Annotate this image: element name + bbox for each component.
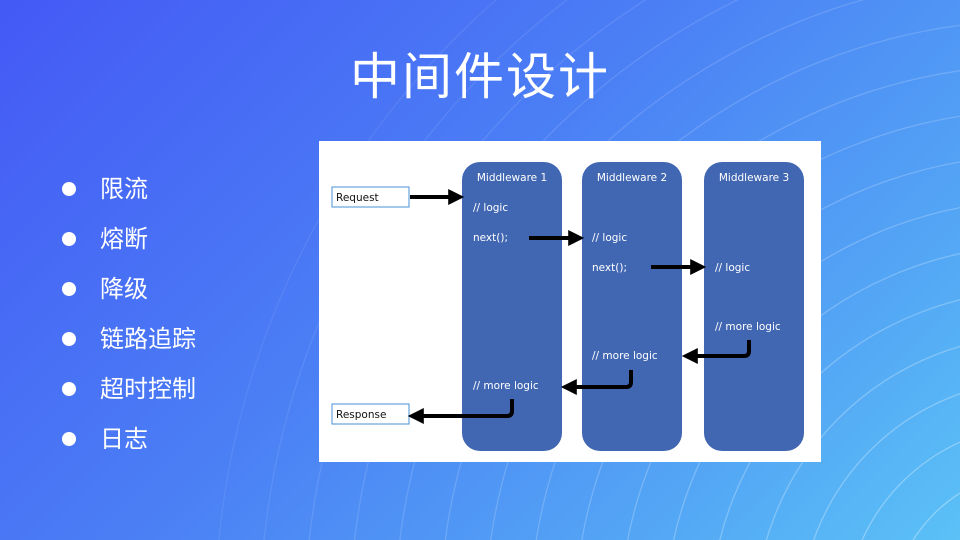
list-item-label: 熔断 xyxy=(100,225,148,253)
middleware-1-more-logic: // more logic xyxy=(473,380,539,392)
middleware-2-box xyxy=(582,162,682,451)
background-arc xyxy=(861,441,960,540)
list-item: 降级 xyxy=(62,264,196,314)
middleware-2-logic: // logic xyxy=(592,232,627,244)
bullet-icon xyxy=(62,432,76,446)
request-box xyxy=(331,186,410,208)
middleware-2-title: Middleware 2 xyxy=(597,172,667,184)
list-item-label: 日志 xyxy=(100,425,148,453)
bullet-icon xyxy=(62,282,76,296)
list-item-label: 降级 xyxy=(100,275,148,303)
middleware-1-title: Middleware 1 xyxy=(477,172,547,184)
middleware-1-logic: // logic xyxy=(473,202,508,214)
bullet-icon xyxy=(62,382,76,396)
response-label: Response xyxy=(336,409,386,421)
return-arrow-2-to-1 xyxy=(560,370,633,395)
bullet-icon xyxy=(62,232,76,246)
bullet-icon xyxy=(62,182,76,196)
middleware-2-more-logic: // more logic xyxy=(592,350,658,362)
middleware-1-next: next(); xyxy=(473,232,508,244)
background-arc xyxy=(912,492,960,540)
list-item: 限流 xyxy=(62,164,196,214)
list-item: 链路追踪 xyxy=(62,314,196,364)
middleware-2-next: next(); xyxy=(592,262,627,274)
list-item: 日志 xyxy=(62,414,196,464)
list-item: 超时控制 xyxy=(62,364,196,414)
middleware-1-box xyxy=(462,162,562,451)
middleware-diagram: Middleware 1 Middleware 2 Middleware 3 /… xyxy=(319,141,821,462)
middleware-3-more-logic: // more logic xyxy=(715,321,781,333)
background-arc xyxy=(813,393,960,540)
request-label: Request xyxy=(336,192,379,204)
diagram-canvas: Middleware 1 Middleware 2 Middleware 3 /… xyxy=(331,162,804,451)
slide-title: 中间件设计 xyxy=(350,48,610,106)
middleware-3-title: Middleware 3 xyxy=(719,172,789,184)
list-item-label: 限流 xyxy=(100,175,148,203)
list-item: 熔断 xyxy=(62,214,196,264)
response-arrow xyxy=(407,399,514,424)
bullet-icon xyxy=(62,332,76,346)
middleware-3-box xyxy=(704,162,804,451)
feature-list: 限流 熔断 降级 链路追踪 超时控制 日志 xyxy=(62,164,196,464)
return-arrow-3-to-2 xyxy=(681,340,751,364)
list-item-label: 链路追踪 xyxy=(100,325,196,353)
middleware-3-logic: // logic xyxy=(715,262,750,274)
list-item-label: 超时控制 xyxy=(100,375,196,403)
